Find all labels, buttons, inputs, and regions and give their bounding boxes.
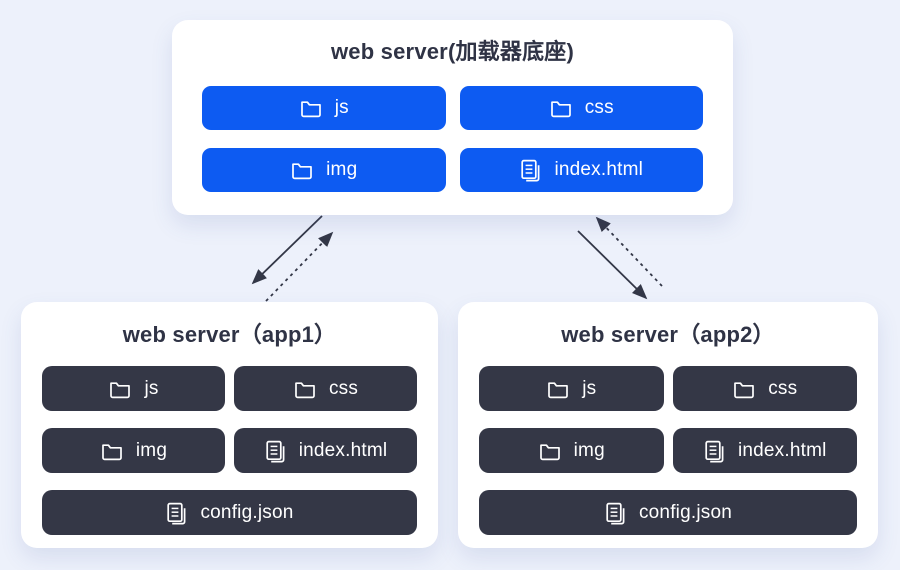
chip-label: config.json [638,501,733,523]
loader-server-card: web server(加载器底座) js css img index.html [172,20,733,215]
app2-file-grid: js css img index.html config.json [458,366,878,535]
chip-label: css [584,97,614,118]
loader-folder-img: img [202,148,446,192]
arrow-app1-to-loader [265,231,334,302]
arrow-loader-to-app1 [251,215,323,285]
app1-folder-img: img [42,428,225,473]
file-icon [521,159,540,182]
loader-file-grid: js css img index.html [172,86,733,192]
chip-label: index.html [737,439,827,461]
chip-label: img [326,159,358,180]
folder-icon [292,163,312,180]
file-icon [167,502,186,524]
app1-server-card: web server（app1） js css img index.html c… [21,302,438,548]
app1-folder-css: css [234,366,417,411]
chip-label: js [334,97,349,118]
loader-card-title: web server(加载器底座) [330,39,574,64]
app2-file-index-html: index.html [672,428,857,473]
chip-label: css [328,377,359,399]
file-icon [705,440,724,462]
folder-icon [539,443,560,460]
app1-file-config-json: config.json [42,490,417,535]
chip-label: index.html [554,159,644,180]
chip-label: img [135,439,168,461]
app1-folder-js: js [42,366,225,411]
app2-folder-css: css [672,366,857,411]
file-icon [266,440,285,462]
loader-folder-js: js [202,86,446,130]
app2-file-config-json: config.json [479,490,857,535]
file-icon [606,502,625,524]
app2-folder-js: js [479,366,664,411]
app2-card-title: web server（app2） [561,322,775,347]
arrow-app2-to-loader [595,216,663,287]
chip-label: css [768,377,798,399]
arrow-loader-to-app2 [577,230,648,300]
chip-label: img [573,439,605,461]
chip-label: js [582,377,597,399]
app1-file-index-html: index.html [234,428,417,473]
loader-file-index-html: index.html [459,148,703,192]
folder-icon [102,443,122,460]
folder-icon [734,381,755,398]
folder-icon [110,381,131,398]
folder-icon [300,101,321,118]
loader-folder-css: css [459,86,703,130]
app1-file-grid: js css img index.html config.json [21,366,438,535]
folder-icon [295,381,315,398]
app2-folder-img: img [479,428,664,473]
chip-label: index.html [298,439,388,461]
chip-label: js [144,377,159,399]
chip-label: config.json [200,501,294,523]
app2-server-card: web server（app2） js css img index.html c… [458,302,878,548]
folder-icon [550,101,571,118]
app1-card-title: web server（app1） [122,322,337,347]
folder-icon [548,381,569,398]
